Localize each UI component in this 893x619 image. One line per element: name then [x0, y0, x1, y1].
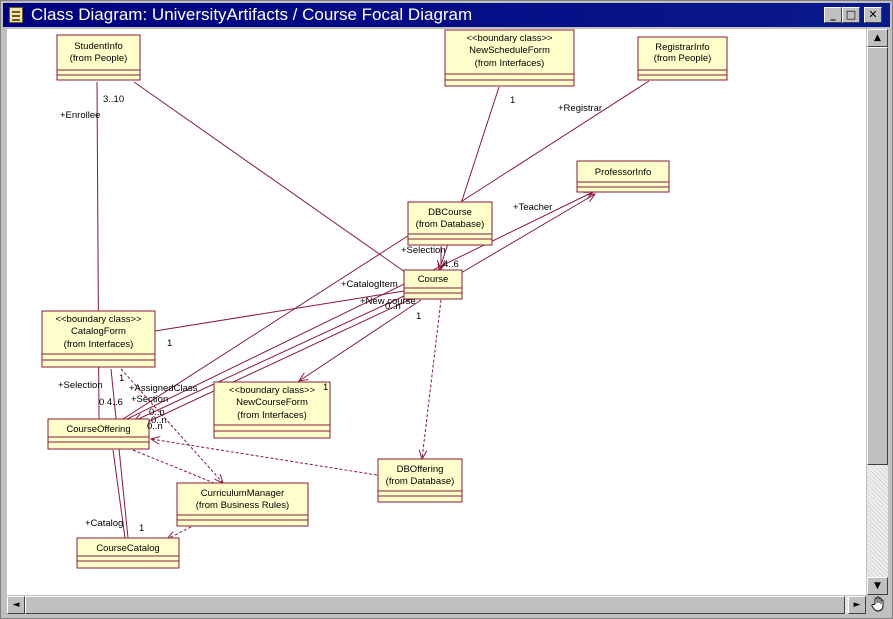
- dep-curriculummanager-coursecatalog[interactable]: [167, 526, 192, 539]
- assoc-courseoffering-professor[interactable]: [126, 192, 593, 420]
- multiplicity-label: 0..n: [151, 415, 167, 426]
- class-name: CourseCatalog: [96, 543, 159, 554]
- role-label: +Selection: [401, 245, 446, 256]
- class-new-course-form[interactable]: <<boundary class>> NewCourseForm (from I…: [213, 381, 331, 439]
- role-label: +Enrollee: [60, 110, 100, 121]
- assoc-course-professor[interactable]: [460, 194, 595, 274]
- class-new-schedule-form[interactable]: <<boundary class>> NewScheduleForm (from…: [444, 29, 575, 87]
- class-name: DBOffering: [397, 464, 444, 475]
- diagram-canvas[interactable]: StudentInfo (from People) <<boundary cla…: [7, 29, 866, 595]
- multiplicity-label: 1: [119, 373, 124, 384]
- multiplicity-label: 1: [416, 311, 421, 322]
- role-label: +Registrar: [558, 103, 602, 114]
- class-package: (from Business Rules): [196, 500, 289, 511]
- multiplicity-label: 0..n: [149, 407, 165, 418]
- title-bar[interactable]: Class Diagram: UniversityArtifacts / Cou…: [3, 3, 890, 27]
- class-package: (from People): [654, 53, 712, 64]
- hand-icon[interactable]: [867, 596, 888, 614]
- horizontal-scroll-thumb[interactable]: [25, 596, 845, 614]
- role-label: +CatalogItem: [341, 279, 398, 290]
- multiplicity-label: 3..10: [103, 94, 124, 105]
- multiplicity-label: 1: [510, 95, 515, 106]
- maximize-button[interactable]: □: [842, 7, 860, 23]
- assoc-student-course[interactable]: [133, 81, 406, 273]
- class-package: (from Database): [386, 476, 455, 487]
- association-labels: 3..10 +Enrollee 1 +Registrar +Teacher +S…: [58, 94, 602, 534]
- vertical-scrollbar[interactable]: ▲ ▼: [867, 29, 888, 595]
- dep-course-dboffering[interactable]: [422, 299, 442, 459]
- multiplicity-label: 0..n: [147, 421, 163, 432]
- class-package: (from Interfaces): [475, 58, 545, 69]
- dep-courseoffering-curriculummanager[interactable]: [132, 449, 220, 486]
- dep-dboffering-courseoffering[interactable]: [151, 439, 378, 476]
- class-name: RegistrarInfo: [655, 42, 709, 53]
- class-stereotype: <<boundary class>>: [229, 385, 316, 396]
- role-label: +New course: [360, 296, 416, 307]
- multiplicity-label: 0 4..6: [99, 397, 123, 408]
- relationship-lines: [96, 80, 650, 539]
- assoc-registrar-courseoffering[interactable]: [122, 80, 650, 420]
- class-name: ProfessorInfo: [595, 167, 652, 178]
- hand-cursor-glyph: [870, 596, 883, 612]
- class-package: (from Database): [416, 219, 485, 230]
- multiplicity-label: 0..n: [385, 301, 401, 312]
- dep-catalogform-curriculummanager[interactable]: [120, 368, 223, 483]
- vertical-scroll-thumb[interactable]: [867, 47, 888, 465]
- class-course-offering[interactable]: CourseOffering: [47, 418, 150, 450]
- window-title: Class Diagram: UniversityArtifacts / Cou…: [31, 5, 473, 24]
- scroll-right-button[interactable]: ►: [848, 596, 866, 614]
- class-package: (from Interfaces): [64, 339, 134, 350]
- class-package: (from Interfaces): [237, 410, 307, 421]
- horizontal-scrollbar[interactable]: ◄ ►: [7, 596, 866, 614]
- class-name: StudentInfo: [74, 41, 123, 52]
- role-label: +Section: [131, 394, 168, 405]
- scroll-up-button[interactable]: ▲: [867, 29, 888, 47]
- class-stereotype: <<boundary class>>: [55, 314, 142, 325]
- assoc-course-newcourseform[interactable]: [299, 299, 422, 381]
- class-name: NewScheduleForm: [469, 45, 550, 56]
- multiplicity-label: 4..6: [443, 259, 459, 270]
- class-registrar-info[interactable]: RegistrarInfo (from People): [637, 36, 728, 81]
- class-name: DBCourse: [428, 207, 472, 218]
- multiplicity-label: 1: [139, 523, 144, 534]
- role-label: +Catalog: [85, 518, 123, 529]
- close-button[interactable]: ✕: [864, 7, 882, 23]
- class-diagram-icon: [9, 7, 23, 23]
- class-curriculum-manager[interactable]: CurriculumManager (from Business Rules): [176, 482, 309, 527]
- class-name: CourseOffering: [66, 424, 130, 435]
- class-db-course[interactable]: DBCourse (from Database): [407, 201, 493, 246]
- class-name: Course: [418, 274, 449, 285]
- class-professor-info[interactable]: ProfessorInfo: [576, 160, 670, 193]
- role-label: +Teacher: [513, 202, 552, 213]
- multiplicity-label: 1: [167, 338, 172, 349]
- class-course[interactable]: Course: [403, 269, 463, 300]
- class-name: CurriculumManager: [201, 488, 284, 499]
- class-name: NewCourseForm: [236, 397, 308, 408]
- class-name: CatalogForm: [71, 326, 126, 337]
- minimize-button[interactable]: _: [824, 7, 842, 23]
- class-db-offering[interactable]: DBOffering (from Database): [377, 458, 463, 503]
- assoc-catalogform-coursecatalog[interactable]: [110, 368, 129, 539]
- multiplicity-label: 1: [323, 382, 328, 393]
- class-catalog-form[interactable]: <<boundary class>> CatalogForm (from Int…: [41, 310, 156, 368]
- class-stereotype: <<boundary class>>: [466, 33, 553, 44]
- role-label: +Selection: [58, 380, 103, 391]
- scroll-down-button[interactable]: ▼: [867, 577, 888, 595]
- assoc-course-courseoffering-2[interactable]: [140, 298, 412, 426]
- assoc-catalogform-course[interactable]: [154, 290, 405, 332]
- class-course-catalog[interactable]: CourseCatalog: [76, 537, 180, 569]
- assoc-courseoffering-coursecatalog[interactable]: [112, 449, 126, 539]
- scroll-left-button[interactable]: ◄: [7, 596, 25, 614]
- assoc-course-courseoffering[interactable]: [134, 295, 405, 421]
- class-student-info[interactable]: StudentInfo (from People): [56, 34, 141, 81]
- role-label: +AssignedClass: [129, 383, 198, 394]
- class-package: (from People): [70, 53, 128, 64]
- assoc-student-courseoffering[interactable]: [96, 81, 100, 420]
